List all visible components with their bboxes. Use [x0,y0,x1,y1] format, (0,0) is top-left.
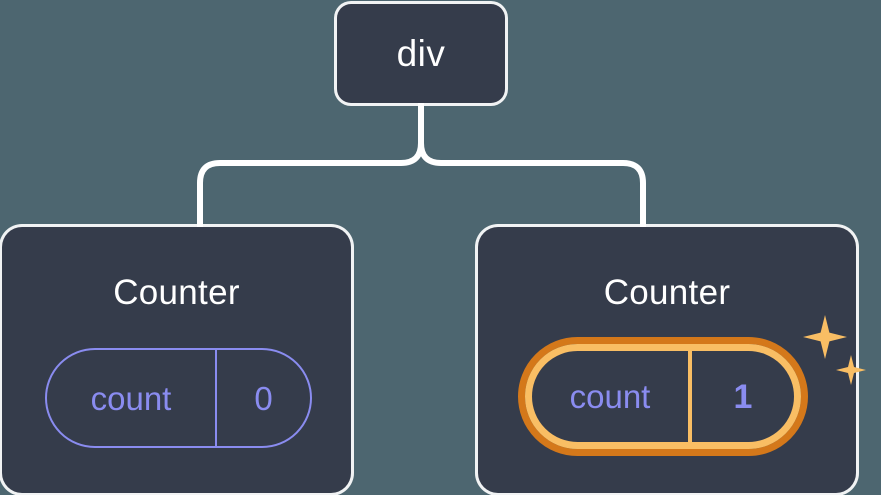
state-pill-highlight-ring: count 1 [525,344,801,449]
connector-left [197,97,424,232]
sparkle-icon-large [803,315,847,359]
sparkle-icon-small [836,355,866,385]
state-value-left: 0 [254,379,273,417]
state-pill-count-right[interactable]: count 1 [518,337,808,456]
node-counter-left-title: Counter [113,273,240,312]
connector-right [418,97,646,232]
state-name-right: count [532,351,692,442]
sparkle-group [803,315,873,395]
state-value-right: 1 [733,377,753,416]
node-div-label: div [396,33,446,74]
node-counter-right-title: Counter [603,273,731,312]
node-counter-left[interactable]: Counter count 0 [2,227,351,493]
node-div[interactable]: div [337,4,505,103]
state-name-left: count [47,350,217,446]
node-counter-right[interactable]: Counter count 1 [478,227,866,493]
state-pill-count-left[interactable]: count 0 [45,348,312,448]
